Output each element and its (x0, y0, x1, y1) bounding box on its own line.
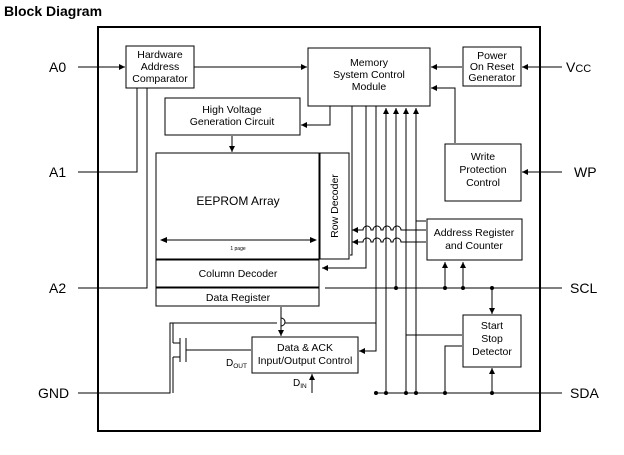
wire-wp-to-control (431, 85, 456, 143)
memory-system-control-block: Memory System Control Module (307, 47, 431, 107)
hardware-address-comparator-block: Hardware Address Comparator (125, 45, 195, 89)
hv-line-2: Generation Circuit (190, 116, 275, 128)
wire-control-to-rowdec (350, 106, 353, 256)
pin-vcc-label: VCC (566, 59, 591, 75)
row-decoder-block: Row Decoder (319, 152, 350, 260)
wp-line-3: Control (466, 177, 500, 189)
column-decoder-block: Column Decoder (155, 259, 320, 288)
addr-reg-line-2: and Counter (445, 240, 503, 252)
reset-line-3: Generator (468, 72, 516, 84)
comparator-line-1: Hardware (137, 49, 183, 61)
eeprom-array-label: EEPROM Array (196, 194, 279, 208)
addr-reg-line-1: Address Register (434, 227, 515, 239)
reset-line-1: Power (477, 50, 507, 62)
pin-a0-label: A0 (49, 59, 66, 75)
comparator-line-2: Address (141, 61, 180, 73)
startstop-line-1: Start (481, 320, 503, 332)
eeprom-array-block: EEPROM Array 1 page (155, 152, 320, 260)
address-register-block: Address Register and Counter (426, 218, 523, 261)
pin-wp-label: WP (574, 164, 597, 180)
wire-sda-branches (405, 221, 417, 393)
data-io-line-1: Data & ACK (277, 342, 333, 354)
wire-crossover (280, 317, 286, 327)
data-ack-io-block: Data & ACK Input/Output Control (251, 336, 359, 374)
data-register-label: Data Register (206, 292, 271, 304)
wire-a2 (78, 79, 150, 289)
junction-dots (374, 286, 494, 395)
wire-addr-to-rowdec (352, 225, 426, 233)
page-label: 1 page (230, 246, 246, 252)
diagram-title: Block Diagram (4, 3, 102, 19)
control-line-2: System Control (333, 69, 405, 81)
wire-addr-to-rowdec-2 (352, 237, 426, 245)
wire-control-to-hv (301, 106, 331, 128)
wp-line-1: Write (471, 151, 495, 163)
wire-gnd (78, 322, 173, 394)
din-label: DIN (293, 378, 307, 390)
startstop-line-2: Stop (481, 333, 503, 345)
row-decoder-label: Row Decoder (329, 174, 341, 238)
pin-scl-label: SCL (570, 280, 597, 296)
pin-a2-label: A2 (49, 280, 66, 296)
control-line-1: Memory (350, 57, 389, 69)
column-decoder-label: Column Decoder (199, 268, 278, 280)
data-register-block: Data Register (155, 287, 320, 307)
wire-control-to-dataio (359, 106, 377, 354)
wp-line-2: Protection (459, 164, 506, 176)
dout-label: DOUT (226, 358, 247, 370)
reset-line-2: On Reset (470, 61, 514, 73)
write-protection-block: Write Protection Control (444, 143, 522, 202)
pin-a1-label: A1 (49, 164, 66, 180)
control-line-3: Module (352, 81, 387, 93)
pin-sda-label: SDA (570, 385, 599, 401)
data-io-line-2: Input/Output Control (258, 355, 353, 367)
comparator-line-3: Comparator (132, 73, 188, 85)
output-transistor (173, 338, 251, 362)
pin-gnd-label: GND (38, 385, 69, 401)
power-on-reset-block: Power On Reset Generator (462, 46, 522, 87)
wire-control-to-coldec (322, 106, 367, 271)
start-stop-detector-block: Start Stop Detector (462, 314, 522, 368)
chip-outline (97, 26, 541, 432)
high-voltage-block: High Voltage Generation Circuit (164, 97, 301, 136)
hv-line-1: High Voltage (202, 104, 262, 116)
wire-a1 (78, 77, 140, 173)
startstop-line-3: Detector (472, 346, 512, 358)
wire-sda-tap-startstop (444, 345, 462, 393)
